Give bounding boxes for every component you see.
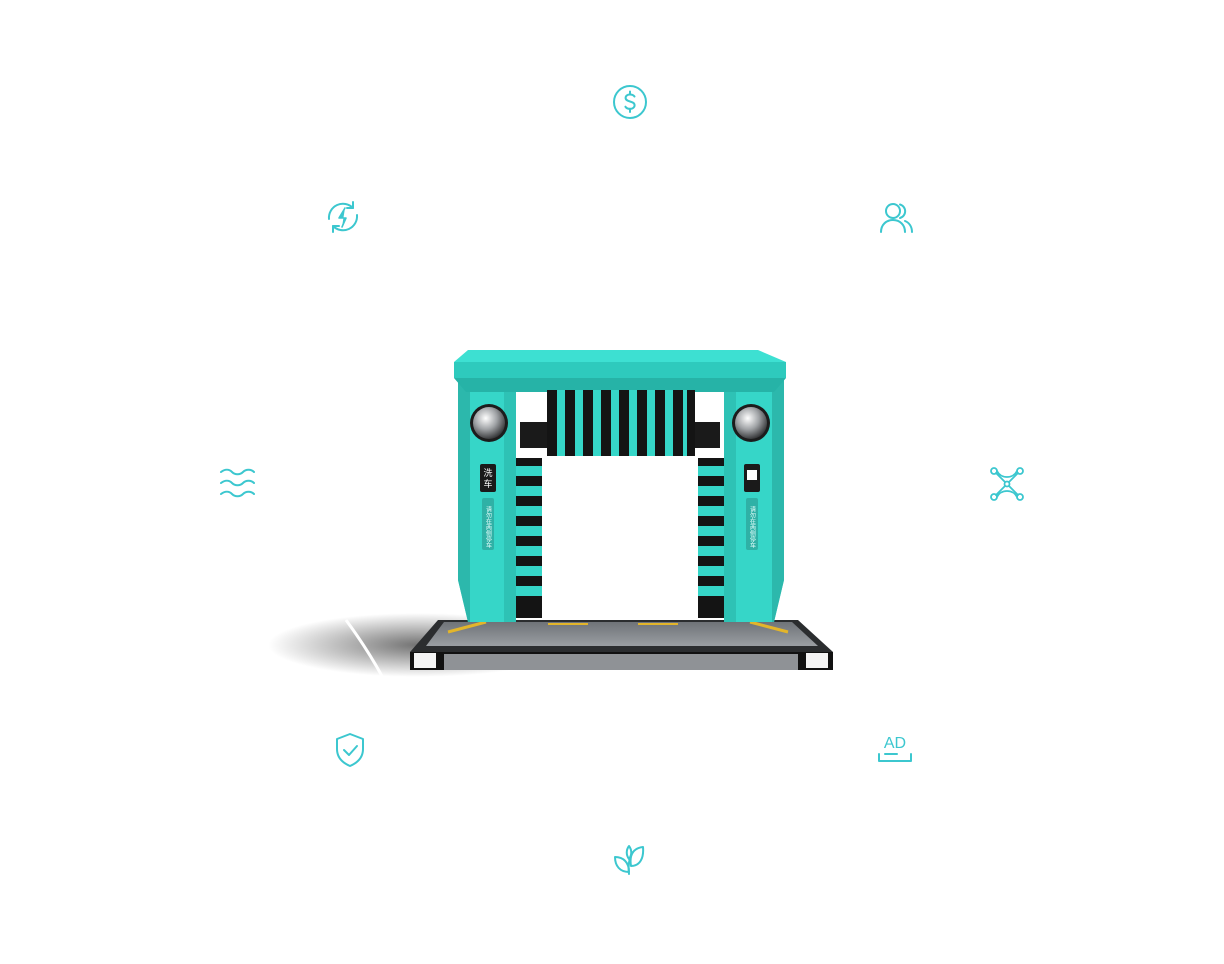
right-side-brush <box>698 458 724 618</box>
right-pillar: 请勿在两侧停车 <box>724 370 784 622</box>
ad-label: AD <box>884 735 906 752</box>
right-panel-warning: 请勿在两侧停车 <box>749 505 756 549</box>
left-panel-warning: 请勿在两侧停车 <box>485 505 492 549</box>
top-brush <box>520 390 720 456</box>
leaf-icon <box>607 836 651 880</box>
left-pillar: 洗 车 请勿在两侧停车 <box>458 370 516 622</box>
roof <box>454 350 786 392</box>
svg-text:车: 车 <box>483 478 492 490</box>
shield-check-icon <box>328 728 372 772</box>
dollar-icon <box>608 80 652 124</box>
left-side-brush <box>516 458 542 618</box>
users-icon <box>875 195 919 239</box>
light-streak <box>344 619 385 679</box>
svg-text:洗: 洗 <box>483 467 492 479</box>
energy-cycle-icon <box>321 195 365 239</box>
network-nodes-icon <box>985 462 1029 506</box>
water-waves-icon <box>215 462 259 506</box>
car-wash-machine: 洗 车 请勿在两侧停车 请勿在两侧停车 <box>268 350 833 679</box>
ad-screen-icon: AD <box>873 726 917 770</box>
floor-platform <box>410 620 833 670</box>
